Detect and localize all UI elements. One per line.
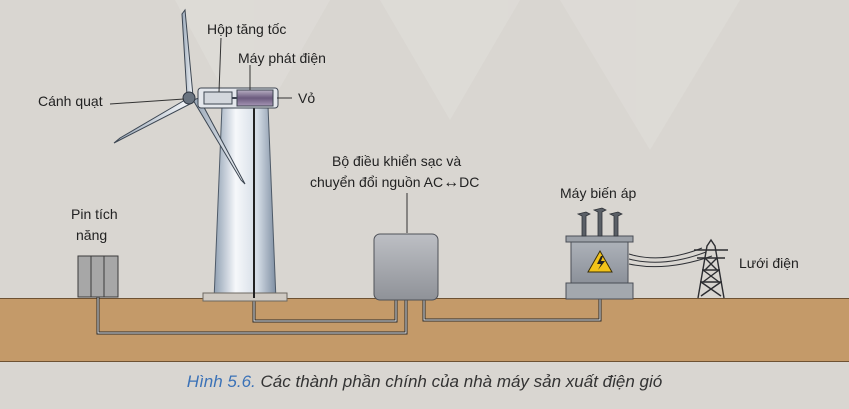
battery xyxy=(77,255,119,298)
rotor-hub xyxy=(182,91,196,105)
label-battery-line2: năng xyxy=(76,227,108,243)
charge-controller-box xyxy=(373,233,439,301)
label-gearbox: Hộp tăng tốc xyxy=(207,21,287,37)
figure-number: Hình 5.6. xyxy=(186,372,256,391)
label-generator: Máy phát điện xyxy=(238,50,326,66)
label-transformer: Máy biến áp xyxy=(560,185,637,201)
power-lines xyxy=(628,247,713,268)
insulators xyxy=(576,207,623,237)
label-controller-line2: chuyển đổi nguồn AC↔DC xyxy=(310,173,479,192)
transmission-tower-icon xyxy=(694,238,728,299)
label-blades: Cánh quạt xyxy=(38,93,103,109)
watermark xyxy=(175,0,740,150)
figure-caption: Hình 5.6. Các thành phần chính của nhà m… xyxy=(0,372,849,392)
label-grid: Lưới điện xyxy=(739,255,799,271)
leader-lines xyxy=(109,37,408,233)
label-controller-ac: chuyển đổi nguồn AC xyxy=(310,174,444,190)
double-arrow-icon: ↔ xyxy=(443,174,460,191)
transformer xyxy=(565,207,634,300)
nacelle xyxy=(182,87,279,109)
label-casing: Vỏ xyxy=(298,90,316,106)
figure-caption-text: Các thành phần chính của nhà máy sản xuấ… xyxy=(260,372,663,391)
label-controller-line1: Bộ điều khiển sạc và xyxy=(332,153,462,169)
label-controller-dc: DC xyxy=(459,174,480,190)
label-battery-line1: Pin tích xyxy=(71,206,118,222)
